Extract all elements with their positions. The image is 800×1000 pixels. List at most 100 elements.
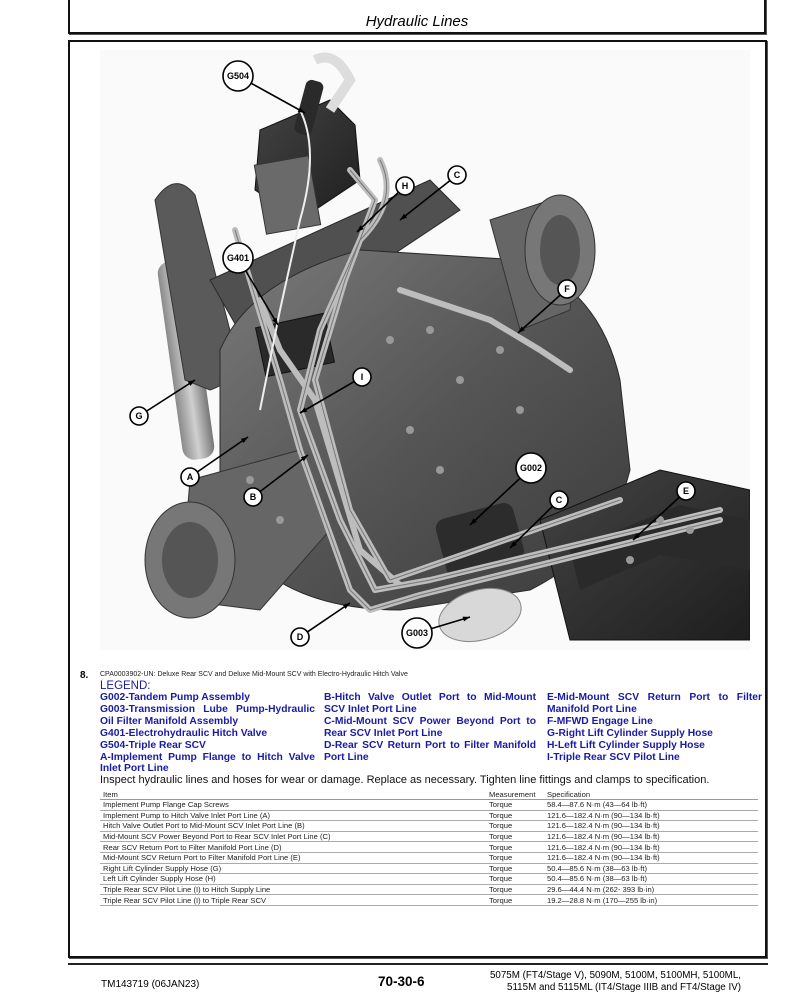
callout-g: G <box>129 379 196 426</box>
leader-line <box>509 505 554 549</box>
callout-label: H <box>402 181 409 191</box>
callout-g401: G401 <box>222 242 279 326</box>
callout-circle <box>180 467 200 487</box>
cell-item: Triple Rear SCV Pilot Line (I) to Hitch … <box>100 884 486 896</box>
cell-specification: 121.6—182.4 N·m (90—134 lb·ft) <box>544 820 758 832</box>
arrowhead-icon <box>187 380 195 386</box>
cell-measurement: Torque <box>486 820 544 832</box>
callout-h: H <box>356 176 415 233</box>
column-header-item: Item <box>100 790 486 800</box>
legend-item: G-Right Lift Cylinder Supply Hose <box>547 727 713 739</box>
model-applicability: 5075M (FT4/Stage V), 5090M, 5100M, 5100M… <box>445 970 741 994</box>
legend-item: B-Hitch Valve Outlet Port to Mid-Mount S… <box>324 692 536 715</box>
table-row: Implement Pump to Hitch Valve Inlet Port… <box>100 810 758 822</box>
cell-specification: 121.6—182.4 N·m (90—134 lb·ft) <box>544 852 758 864</box>
cell-item: Mid-Mount SCV Return Port to Filter Mani… <box>100 852 486 864</box>
legend-item: H-Left Lift Cylinder Supply Hose <box>547 739 705 751</box>
table-row: Triple Rear SCV Pilot Line (I) to Hitch … <box>100 884 758 896</box>
step-number: 8. <box>80 670 89 681</box>
content-frame <box>68 40 767 958</box>
table-row: Mid-Mount SCV Return Port to Filter Mani… <box>100 852 758 864</box>
arrowhead-icon <box>510 541 517 548</box>
callout-circle <box>515 452 547 484</box>
arrowhead-icon <box>633 533 640 540</box>
callout-g003: G003 <box>401 616 471 649</box>
legend-column-2: B-Hitch Valve Outlet Port to Mid-Mount S… <box>324 692 536 763</box>
cell-specification: 19.2—28.8 N·m (170—255 lb·in) <box>544 894 758 906</box>
callout-label: G401 <box>227 253 249 263</box>
leader-line <box>517 294 561 334</box>
callout-i: I <box>299 367 372 414</box>
leader-line <box>250 82 306 114</box>
callout-label: F <box>564 284 570 294</box>
callout-circle <box>447 165 467 185</box>
leader-line <box>469 477 521 526</box>
callout-circle <box>549 490 569 510</box>
torque-spec-table: Item Measurement Specification Implement… <box>100 790 758 906</box>
callout-label: C <box>556 495 563 505</box>
cell-measurement: Torque <box>486 852 544 864</box>
arrowhead-icon <box>470 518 477 525</box>
cell-item: Implement Pump to Hitch Valve Inlet Port… <box>100 810 486 822</box>
legend-item: F-MFWD Engage Line <box>547 715 653 727</box>
cell-item: Rear SCV Return Port to Filter Manifold … <box>100 841 486 853</box>
legend-title: LEGEND: <box>100 680 151 692</box>
table-row: Mid-Mount SCV Power Beyond Port to Rear … <box>100 831 758 843</box>
callout-circle <box>401 617 433 649</box>
page-number: 70-30-6 <box>378 974 425 989</box>
callout-label: G002 <box>520 463 542 473</box>
cell-measurement: Torque <box>486 873 544 885</box>
arrowhead-icon <box>518 326 525 333</box>
table-row: Triple Rear SCV Pilot Line (I) to Triple… <box>100 894 758 906</box>
callout-g002: G002 <box>469 452 547 526</box>
cell-measurement: Torque <box>486 810 544 822</box>
arrowhead-icon <box>297 107 305 113</box>
legend-column-3: E-Mid-Mount SCV Return Port to Filter Ma… <box>547 692 762 763</box>
column-header-measurement: Measurement <box>486 790 544 800</box>
arrowhead-icon <box>357 225 364 232</box>
callout-e: E <box>632 481 696 541</box>
section-header: Hydraulic Lines <box>68 0 766 34</box>
callout-circle <box>222 60 254 92</box>
column-header-specification: Specification <box>544 790 758 800</box>
callout-label: A <box>187 472 194 482</box>
leader-line <box>306 602 351 633</box>
legend-item: C-Mid-Mount SCV Power Beyond Port to Rea… <box>324 715 536 739</box>
leader-line <box>146 379 196 412</box>
legend-item: G003-Transmission Lube Pump-Hydraulic Oi… <box>100 703 315 727</box>
callout-label: G003 <box>406 628 428 638</box>
footer-divider <box>68 963 768 965</box>
cell-item: Right Lift Cylinder Supply Hose (G) <box>100 863 486 875</box>
callout-label: D <box>297 632 304 642</box>
callout-circle <box>557 279 577 299</box>
cell-measurement: Torque <box>486 799 544 811</box>
model-line-2: 5115M and 5115ML (IT4/Stage IIIB and FT4… <box>507 982 741 993</box>
callout-c: C <box>399 165 467 221</box>
callout-circle <box>222 242 254 274</box>
cell-specification: 121.6—182.4 N·m (90—134 lb·ft) <box>544 810 758 822</box>
callout-c: C <box>509 490 569 549</box>
legend-item: G002-Tandem Pump Assembly <box>100 692 250 703</box>
callout-circle <box>395 176 415 196</box>
cell-item: Implement Pump Flange Cap Screws <box>100 799 486 811</box>
cell-specification: 121.6—182.4 N·m (90—134 lb·ft) <box>544 831 758 843</box>
callout-circle <box>352 367 372 387</box>
cell-specification: 58.4—87.6 N·m (43—64 lb·ft) <box>544 799 758 811</box>
arrowhead-icon <box>300 455 308 462</box>
callout-b: B <box>243 454 309 507</box>
callout-label: I <box>361 372 364 382</box>
callout-f: F <box>517 279 577 334</box>
callout-label: G504 <box>227 71 249 81</box>
leader-line <box>245 270 279 326</box>
table-row: Hitch Valve Outlet Port to Mid-Mount SCV… <box>100 820 758 832</box>
legend-item: G401-Electrohydraulic Hitch Valve <box>100 727 268 739</box>
legend-item: D-Rear SCV Return Port to Filter Manifol… <box>324 739 536 763</box>
cell-specification: 121.6—182.4 N·m (90—134 lb·ft) <box>544 841 758 853</box>
arrowhead-icon <box>272 317 278 325</box>
cell-measurement: Torque <box>486 884 544 896</box>
table-row: Rear SCV Return Port to Filter Manifold … <box>100 841 758 853</box>
